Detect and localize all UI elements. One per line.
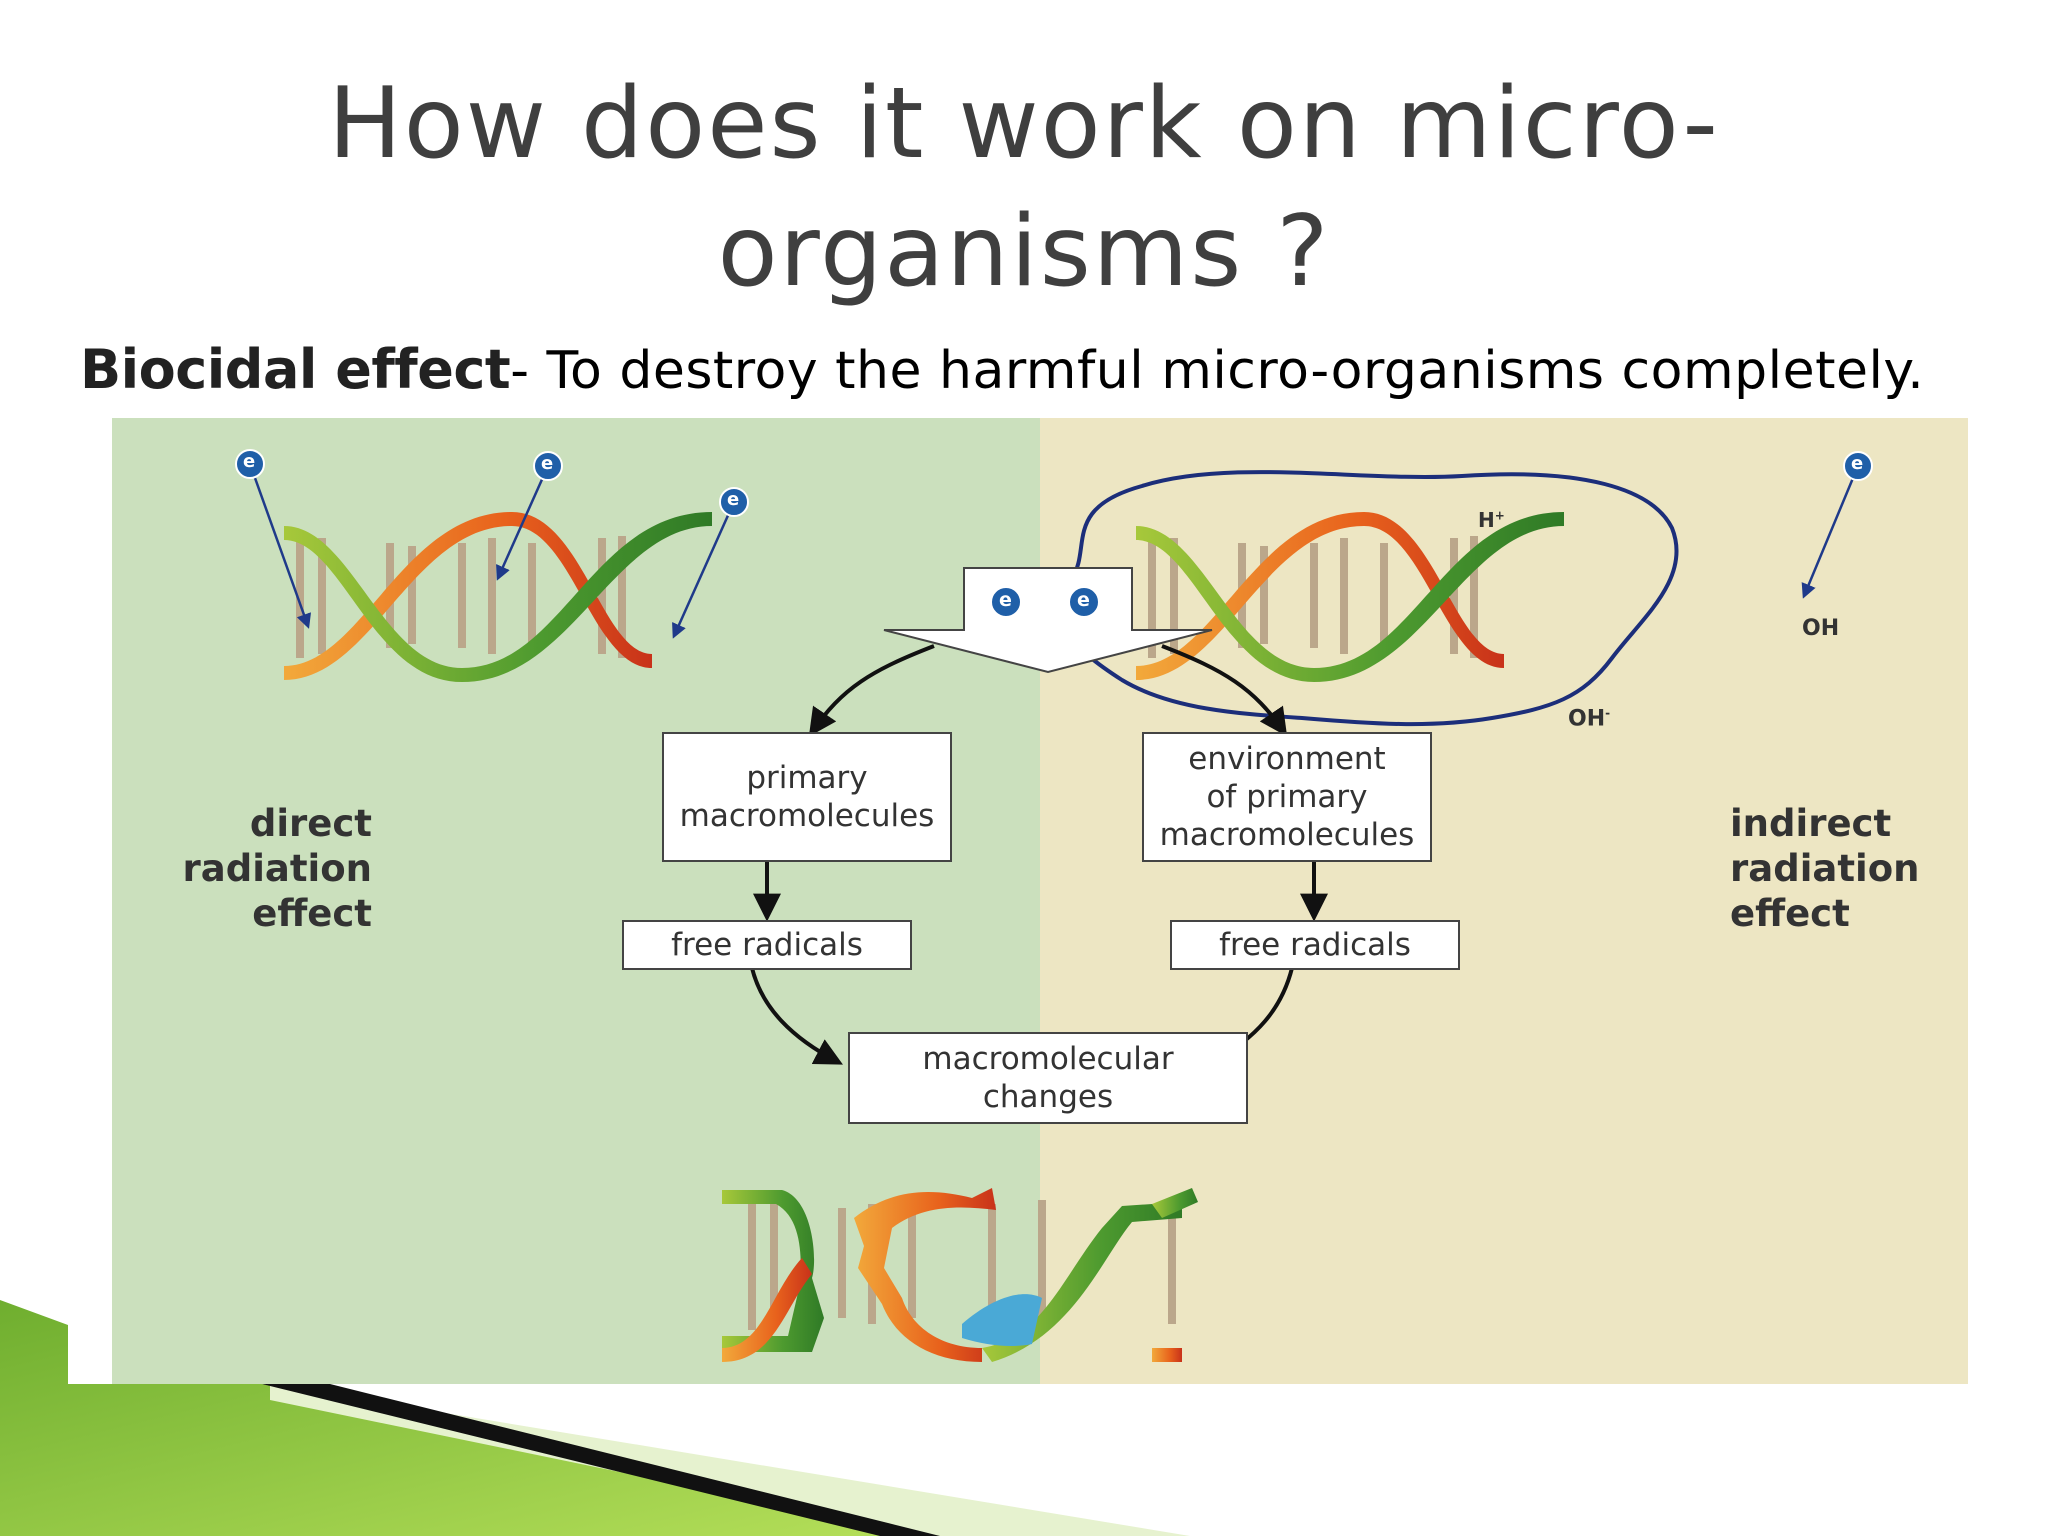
title-line-1: How does it work on micro- <box>328 67 1720 181</box>
electrons-center <box>990 586 1100 618</box>
electron-label: e <box>541 453 554 474</box>
electron-label: e <box>727 489 740 510</box>
subtitle-label: Biocidal effect <box>80 338 511 401</box>
title-line-2: organisms ? <box>717 195 1331 309</box>
indirect-effect-label: indirect radiation effect <box>1730 802 1920 935</box>
electrons-left <box>235 449 749 639</box>
electron-label: e <box>1077 589 1090 611</box>
electron-label: e <box>243 451 256 472</box>
slide-title: How does it work on micro- organisms ? <box>0 60 2048 316</box>
ion-oh-bottom: OH- <box>1568 706 1611 732</box>
subtitle: Biocidal effect- To destroy the harmful … <box>80 338 1924 401</box>
electron-right <box>1801 451 1873 599</box>
dna-helix-left <box>284 512 712 682</box>
radiation-diagram: H+ OH OH- e e e e e e direct radiation e… <box>112 418 1968 1384</box>
ion-oh-right: OH <box>1802 616 1840 641</box>
box-free-radicals-left: free radicals <box>622 920 912 970</box>
subtitle-text: - To destroy the harmful micro-organisms… <box>510 341 1925 401</box>
diagram-graphics <box>112 418 1968 1384</box>
electron-label: e <box>1851 453 1864 474</box>
box-free-radicals-right: free radicals <box>1170 920 1460 970</box>
direct-effect-label: direct radiation effect <box>182 802 372 935</box>
incoming-radiation-arrow <box>883 567 1213 674</box>
electron-label: e <box>999 589 1012 611</box>
ion-h: H+ <box>1478 508 1505 532</box>
